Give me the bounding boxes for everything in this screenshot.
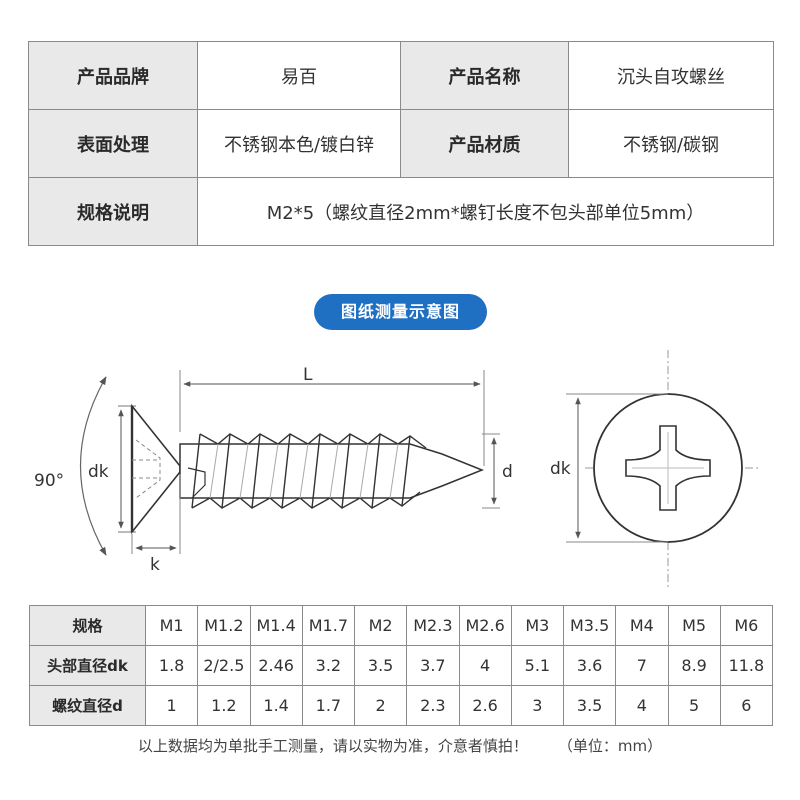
- size-row-label: 规格: [29, 605, 146, 646]
- size-cell: M4: [615, 605, 669, 646]
- dk-cell: 4: [458, 645, 512, 686]
- d-cell: 1: [144, 685, 199, 726]
- spec-row-brand: 产品品牌 易百 产品名称 沉头自攻螺丝: [28, 41, 774, 110]
- dk-cell: 7: [615, 645, 669, 686]
- size-cell: M3: [510, 605, 565, 646]
- dk-side-label: dk: [88, 462, 109, 482]
- size-row-label: 螺纹直径d: [29, 685, 146, 726]
- spec-table: 产品品牌 易百 产品名称 沉头自攻螺丝 表面处理 不锈钢本色/镀白锌 产品材质 …: [28, 41, 774, 246]
- d-cell: 3.5: [562, 685, 617, 726]
- product-name-label: 产品名称: [400, 41, 569, 110]
- brand-value: 易百: [197, 41, 401, 110]
- size-cell: M1.2: [197, 605, 251, 646]
- spec-row-surface: 表面处理 不锈钢本色/镀白锌 产品材质 不锈钢/碳钢: [28, 109, 774, 178]
- dk-cell: 5.1: [510, 645, 565, 686]
- footnote: 以上数据均为单批手工测量，请以实物为准，介意者慎拍！ （单位：mm）: [0, 735, 800, 756]
- head-top-view: [585, 350, 760, 590]
- dk-cell: 2.46: [249, 645, 303, 686]
- angle-label: 90°: [34, 471, 64, 491]
- size-cell: M2: [353, 605, 408, 646]
- diagram-title-badge: 图纸测量示意图: [314, 294, 487, 330]
- d-cell: 2.3: [406, 685, 460, 726]
- dk-cell: 3.5: [353, 645, 408, 686]
- size-row-d: 螺纹直径d 1 1.2 1.4 1.7 2 2.3 2.6 3 3.5 4 5 …: [29, 685, 774, 726]
- spec-desc-label: 规格说明: [28, 177, 198, 246]
- material-label: 产品材质: [400, 109, 569, 178]
- product-name-value: 沉头自攻螺丝: [568, 41, 774, 110]
- screw-diagram: 90° dk L d: [34, 350, 760, 590]
- d-cell: 6: [719, 685, 774, 726]
- d-cell: 2.6: [458, 685, 512, 726]
- size-row-dk: 头部直径dk 1.8 2/2.5 2.46 3.2 3.5 3.7 4 5.1 …: [29, 645, 774, 686]
- spec-desc-value: M2*5（螺纹直径2mm*螺钉长度不包头部单位5mm）: [197, 177, 774, 246]
- d-cell: 3: [510, 685, 565, 726]
- d-cell: 4: [615, 685, 669, 726]
- size-row-spec: 规格 M1 M1.2 M1.4 M1.7 M2 M2.3 M2.6 M3 M3.…: [29, 605, 774, 646]
- d-cell: 1.4: [249, 685, 303, 726]
- size-cell: M1.4: [249, 605, 303, 646]
- size-cell: M2.3: [406, 605, 460, 646]
- dk-cell: 1.8: [144, 645, 199, 686]
- size-cell: M3.5: [562, 605, 617, 646]
- size-cell: M5: [667, 605, 721, 646]
- size-cell: M1: [144, 605, 199, 646]
- dk-top-label: dk: [550, 459, 571, 479]
- d-cell: 2: [353, 685, 408, 726]
- d-label: d: [502, 462, 513, 482]
- size-table: 规格 M1 M1.2 M1.4 M1.7 M2 M2.3 M2.6 M3 M3.…: [29, 605, 774, 726]
- surface-label: 表面处理: [28, 109, 198, 178]
- screw-shank: [179, 443, 485, 499]
- L-label: L: [303, 365, 313, 385]
- size-cell: M1.7: [301, 605, 356, 646]
- dk-cell: 3.2: [301, 645, 356, 686]
- screw-head: [131, 403, 181, 535]
- material-value: 不锈钢/碳钢: [568, 109, 774, 178]
- dk-cell: 3.6: [562, 645, 617, 686]
- d-cell: 1.2: [197, 685, 251, 726]
- dk-cell: 3.7: [406, 645, 460, 686]
- dk-cell: 8.9: [667, 645, 721, 686]
- surface-value: 不锈钢本色/镀白锌: [197, 109, 401, 178]
- dk-cell: 2/2.5: [197, 645, 251, 686]
- spec-row-description: 规格说明 M2*5（螺纹直径2mm*螺钉长度不包头部单位5mm）: [28, 177, 774, 246]
- dk-cell: 11.8: [719, 645, 774, 686]
- angle-arc: [80, 376, 107, 556]
- size-cell: M6: [719, 605, 774, 646]
- size-cell: M2.6: [458, 605, 512, 646]
- size-row-label: 头部直径dk: [29, 645, 146, 686]
- screw-threads: [191, 433, 427, 509]
- footnote-text: 以上数据均为单批手工测量，请以实物为准，介意者慎拍！: [137, 737, 528, 755]
- d-cell: 1.7: [301, 685, 356, 726]
- brand-label: 产品品牌: [28, 41, 198, 110]
- k-label: k: [150, 555, 160, 575]
- unit-note: （单位：mm）: [557, 737, 663, 755]
- d-cell: 5: [667, 685, 721, 726]
